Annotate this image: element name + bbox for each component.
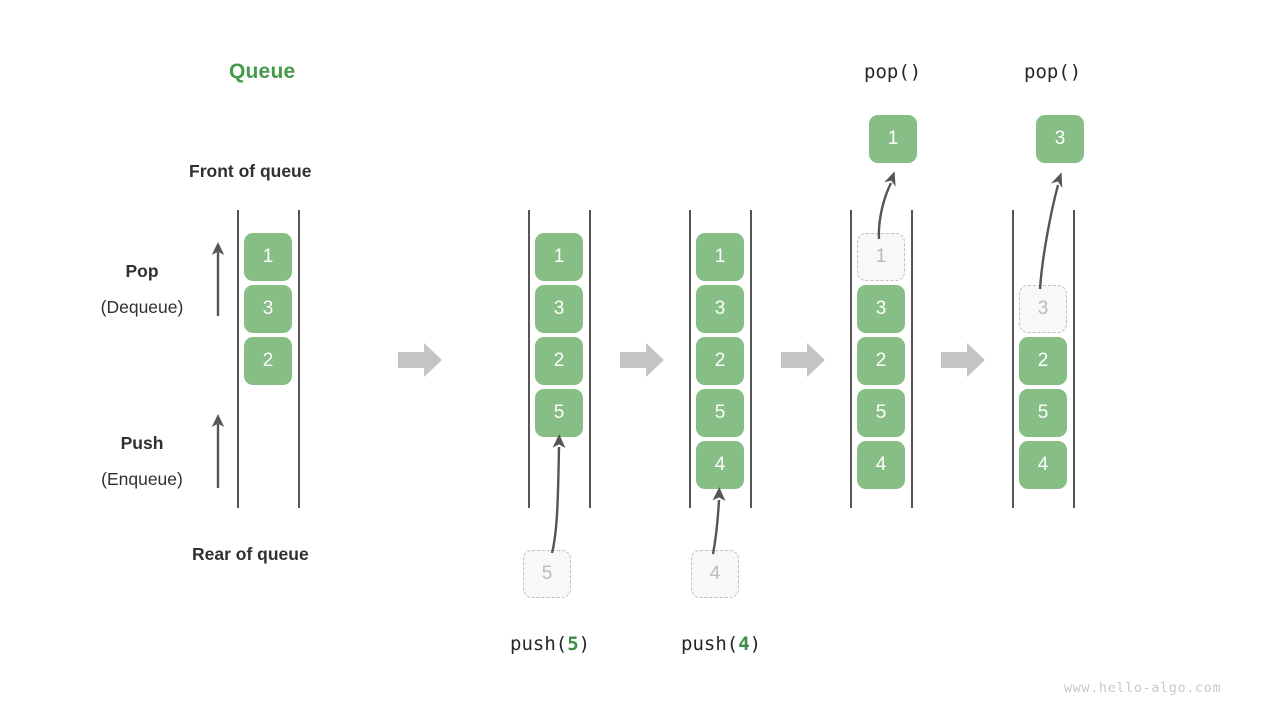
- pop-extract-arrow: [1030, 163, 1090, 291]
- caption-arg-value: 4: [738, 633, 750, 655]
- queue-ghost-box: 3: [1019, 285, 1067, 333]
- queue-box: 3: [857, 285, 905, 333]
- push-insert-arrow: [530, 425, 590, 555]
- rail-left-panel-3: [689, 210, 691, 508]
- caption-close-paren: ): [578, 633, 591, 655]
- diagram-title: Queue: [229, 60, 296, 83]
- queue-box: 1: [535, 233, 583, 281]
- caption-push-4: push(4): [681, 633, 761, 655]
- queue-box: 5: [696, 389, 744, 437]
- popped-box: 1: [869, 115, 917, 163]
- rear-of-queue-label: Rear of queue: [192, 544, 309, 564]
- pop-sublabel: (Dequeue): [100, 297, 184, 317]
- queue-box: 5: [1019, 389, 1067, 437]
- flow-arrow-icon: [398, 343, 442, 377]
- rail-right-panel-4: [911, 210, 913, 508]
- push-direction-arrow: [208, 412, 228, 490]
- flow-arrow-icon: [620, 343, 664, 377]
- front-of-queue-label: Front of queue: [189, 161, 312, 181]
- incoming-ghost-box: 5: [523, 550, 571, 598]
- caption-pop-1: pop(): [864, 61, 922, 83]
- flow-arrow-icon: [941, 343, 985, 377]
- queue-box: 3: [535, 285, 583, 333]
- rail-right-panel-2: [589, 210, 591, 508]
- caption-fn-text: push(: [681, 633, 739, 655]
- rail-left-panel-4: [850, 210, 852, 508]
- pop-extract-arrow: [871, 163, 921, 241]
- caption-close-paren: ): [749, 633, 762, 655]
- push-sublabel: (Enqueue): [101, 469, 183, 489]
- caption-push-5: push(5): [510, 633, 590, 655]
- queue-box: 1: [696, 233, 744, 281]
- incoming-ghost-box: 4: [691, 550, 739, 598]
- caption-fn-text: push(: [510, 633, 568, 655]
- caption-pop-2: pop(): [1024, 61, 1082, 83]
- rail-left-panel-2: [528, 210, 530, 508]
- queue-box: 2: [244, 337, 292, 385]
- rail-right-panel-1: [298, 210, 300, 508]
- flow-arrow-icon: [781, 343, 825, 377]
- queue-box: 4: [1019, 441, 1067, 489]
- caption-arg-value: 5: [567, 633, 579, 655]
- rail-right-panel-5: [1073, 210, 1075, 508]
- queue-box: 4: [857, 441, 905, 489]
- popped-box: 3: [1036, 115, 1084, 163]
- queue-box: 2: [857, 337, 905, 385]
- queue-box: 2: [1019, 337, 1067, 385]
- rail-left-panel-1: [237, 210, 239, 508]
- push-insert-arrow: [697, 478, 747, 556]
- watermark: www.hello-algo.com: [1064, 680, 1222, 696]
- pop-label: Pop: [125, 261, 159, 281]
- queue-box: 5: [535, 389, 583, 437]
- push-label: Push: [120, 433, 164, 453]
- queue-box: 3: [244, 285, 292, 333]
- queue-box: 2: [535, 337, 583, 385]
- rail-right-panel-3: [750, 210, 752, 508]
- queue-box: 4: [696, 441, 744, 489]
- pop-direction-arrow: [208, 240, 228, 318]
- queue-ghost-box: 1: [857, 233, 905, 281]
- queue-box: 3: [696, 285, 744, 333]
- rail-left-panel-5: [1012, 210, 1014, 508]
- queue-box: 2: [696, 337, 744, 385]
- queue-box: 1: [244, 233, 292, 281]
- queue-box: 5: [857, 389, 905, 437]
